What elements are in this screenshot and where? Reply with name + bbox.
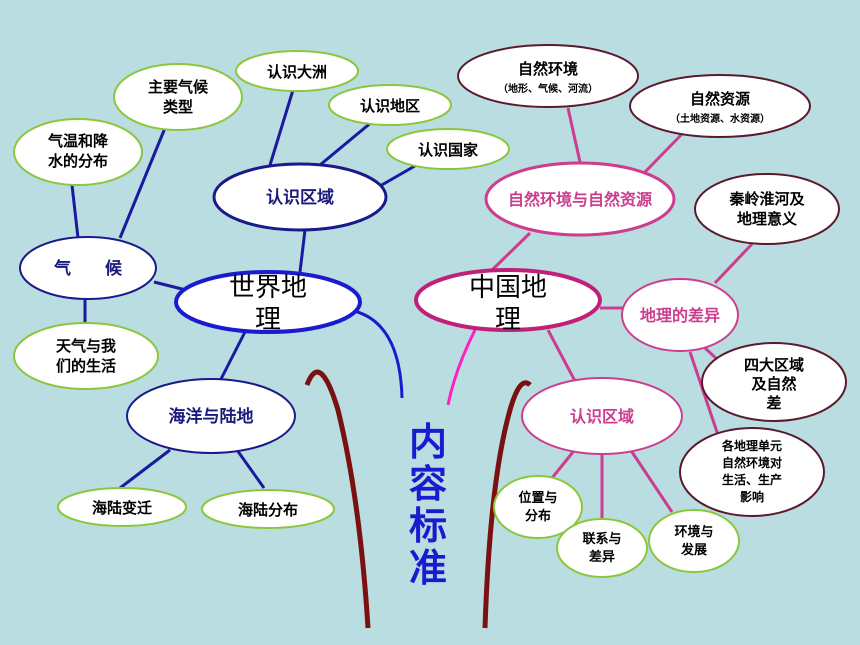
link-china-title bbox=[446, 329, 477, 406]
node-connection-line1: 联系与 bbox=[582, 531, 621, 547]
world-region-label: 认识区域 bbox=[266, 187, 334, 208]
link-region-position bbox=[550, 451, 575, 479]
node-areas bbox=[328, 84, 452, 126]
node-environment bbox=[648, 509, 740, 573]
link-region-continents bbox=[268, 89, 295, 166]
ocean-label: 海洋与陆地 bbox=[169, 406, 254, 427]
climate-node bbox=[19, 236, 157, 300]
link-world-ocean bbox=[218, 329, 248, 382]
china-region-label: 认识区域 bbox=[570, 407, 634, 426]
world-center-label-line1: 世界地 bbox=[229, 273, 307, 303]
link-climate-types bbox=[118, 127, 167, 239]
node-continents bbox=[235, 50, 359, 92]
link-region-areas bbox=[319, 119, 374, 167]
node-qinling bbox=[694, 173, 840, 245]
node-position-line2: 分布 bbox=[525, 508, 551, 524]
world-region-node bbox=[212, 162, 388, 232]
title-char-1: 内 bbox=[409, 419, 447, 464]
node-temp-precip bbox=[13, 118, 143, 186]
node-continents-label: 认识大洲 bbox=[267, 63, 327, 81]
node-weather-life-line2: 们的生活 bbox=[56, 357, 116, 375]
link-env-nature bbox=[566, 107, 582, 163]
node-environment-line2: 发展 bbox=[680, 542, 708, 558]
china-env-node bbox=[484, 161, 676, 237]
china-diff-label: 地理的差异 bbox=[640, 306, 720, 325]
ocean-node bbox=[126, 378, 296, 454]
node-climate-types-line1: 主要气候 bbox=[148, 78, 209, 96]
node-ocean-changes-label: 海陆变迁 bbox=[92, 499, 152, 517]
link-ocean-changes bbox=[119, 448, 171, 490]
china-center-node bbox=[414, 268, 602, 332]
link-climate-distribution bbox=[70, 184, 80, 239]
node-qinling-line1: 秦岭淮河及 bbox=[728, 190, 805, 208]
node-nature-env-sub: （地形、气候、河流） bbox=[498, 82, 598, 95]
node-geo-units-line1: 各地理单元 bbox=[721, 438, 782, 453]
title-char-4: 准 bbox=[409, 545, 447, 590]
content-standard-title: 内 容 标 准 bbox=[409, 419, 447, 590]
node-weather-life bbox=[13, 322, 159, 390]
node-four-regions bbox=[701, 342, 847, 422]
link-diff-qinling bbox=[713, 242, 754, 285]
link-region-countries bbox=[379, 161, 421, 188]
node-nature-env bbox=[457, 44, 639, 108]
node-nature-resources-sub: （土地资源、水资源） bbox=[670, 112, 770, 125]
node-ocean-distribution-label: 海陆分布 bbox=[238, 501, 298, 519]
china-diff-node bbox=[621, 278, 739, 352]
node-geo-units-line4: 影响 bbox=[740, 489, 764, 504]
link-ocean-distribution bbox=[235, 449, 266, 489]
node-four-regions-line1: 四大区域 bbox=[744, 356, 804, 374]
node-areas-label: 认识地区 bbox=[360, 97, 420, 115]
left-arc bbox=[304, 369, 371, 629]
node-connection bbox=[556, 518, 648, 578]
node-temp-precip-line1: 气温和降 bbox=[47, 132, 109, 150]
title-char-3: 标 bbox=[409, 503, 447, 548]
node-position-line1: 位置与 bbox=[518, 490, 557, 506]
node-four-regions-line3: 差 bbox=[766, 394, 781, 412]
node-geo-units-line2: 自然环境对 bbox=[722, 455, 782, 470]
node-nature-env-label: 自然环境 bbox=[518, 60, 578, 78]
node-countries bbox=[386, 128, 510, 170]
link-env-resources bbox=[643, 131, 685, 174]
title-char-2: 容 bbox=[409, 461, 447, 506]
china-center-label-line2: 理 bbox=[495, 305, 521, 335]
node-ocean-distribution bbox=[201, 489, 335, 529]
node-nature-resources-label: 自然资源 bbox=[690, 90, 750, 108]
link-world-title bbox=[349, 308, 404, 399]
china-center-label-line1: 中国地 bbox=[469, 273, 547, 303]
right-arc bbox=[482, 380, 532, 629]
node-countries-label: 认识国家 bbox=[418, 141, 478, 159]
world-center-label-line2: 理 bbox=[255, 305, 281, 335]
node-environment-line1: 环境与 bbox=[674, 524, 713, 540]
node-geo-units bbox=[679, 427, 825, 517]
node-ocean-changes bbox=[57, 487, 187, 527]
link-china-region bbox=[546, 329, 577, 382]
china-env-label: 自然环境与自然资源 bbox=[508, 190, 652, 209]
node-climate-types bbox=[113, 63, 243, 131]
node-position bbox=[493, 475, 583, 539]
node-temp-precip-line2: 水的分布 bbox=[48, 152, 108, 170]
link-world-region bbox=[298, 229, 307, 273]
china-connectors bbox=[446, 107, 754, 520]
world-center-node bbox=[174, 270, 362, 334]
node-climate-types-line2: 类型 bbox=[163, 98, 193, 116]
link-china-env bbox=[488, 231, 532, 274]
node-nature-resources bbox=[629, 74, 811, 138]
node-four-regions-line2: 及自然 bbox=[751, 375, 796, 393]
node-weather-life-line1: 天气与我 bbox=[56, 337, 116, 355]
climate-label: 气 候 bbox=[53, 258, 123, 279]
node-qinling-line2: 地理意义 bbox=[737, 210, 797, 228]
node-connection-line2: 差异 bbox=[589, 549, 615, 565]
china-region-node bbox=[521, 377, 683, 455]
node-geo-units-line3: 生活、生产 bbox=[722, 472, 782, 487]
link-region-environment bbox=[628, 448, 674, 513]
